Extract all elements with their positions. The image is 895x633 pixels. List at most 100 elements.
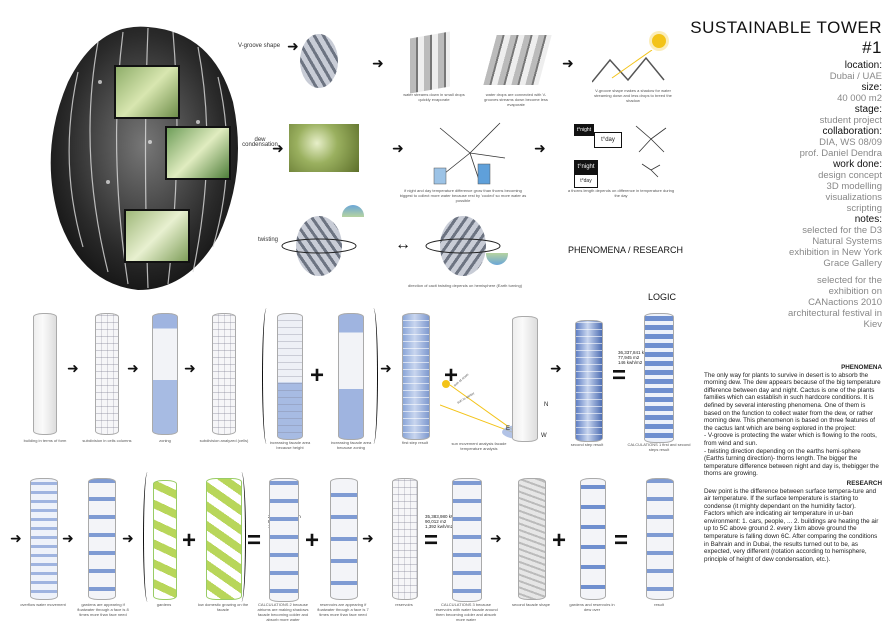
cylinder-calc2 (269, 478, 299, 602)
cylinder-calc1 (644, 313, 674, 443)
location-value: Dubai / UAE (829, 71, 882, 82)
caption-r1-2: subdivision in cells columns (82, 438, 132, 443)
cylinder-overflow (30, 478, 58, 600)
cylinder-form (33, 313, 57, 435)
caption-r2-7: reservoirs (395, 602, 413, 607)
t-night-box-1: t°night (574, 124, 594, 136)
size-label: size: (861, 82, 882, 93)
plus-icon: + (552, 527, 567, 554)
collaboration-value-1: DIA, WS 08/09 (819, 137, 882, 148)
t-day-box-2: t°day (574, 174, 598, 188)
caption-r1-9: second step result (570, 442, 604, 447)
cactus-detail-frame-2 (165, 126, 231, 180)
cylinder-first-step (402, 313, 430, 440)
caption-vgroove-3: V-groove shape makes a shadow for water … (594, 88, 672, 103)
location-label: location: (844, 60, 882, 71)
arrow-right-icon: ➜ (534, 140, 546, 156)
globe-icon (486, 253, 508, 265)
caption-r1-7: first step result (401, 440, 428, 445)
logic-title: LOGIC (648, 292, 677, 302)
cylinder-reservoirs-appear (330, 478, 358, 600)
work-item: visualizations (825, 192, 883, 203)
arrow-right-icon: ➜ (272, 140, 284, 156)
rotation-ring-right (425, 238, 501, 254)
cylinder-zoning (152, 313, 178, 435)
cylinder-zoning-area (338, 313, 364, 440)
plus-icon: + (182, 527, 197, 554)
phenomena-body: The only way for plants to survive in de… (704, 371, 881, 478)
caption-r2-5: CALCULATIONS 2 because atriums are makin… (257, 602, 309, 622)
arrow-right-icon: ➜ (122, 530, 134, 546)
cylinder-calc3 (452, 478, 482, 602)
caption-thorn: a thorns length depends on difference in… (567, 188, 675, 198)
project-info-panel: SUSTAINABLE TOWER #1 location: Dubai / U… (676, 18, 882, 330)
cylinder-height (277, 313, 303, 440)
arrow-right-icon: ➜ (362, 530, 374, 546)
caption-r1-3: zoning (159, 438, 171, 443)
arrow-right-icon: ➜ (392, 140, 404, 156)
cylinder-result (646, 478, 674, 600)
work-item: 3D modelling (826, 181, 882, 192)
caption-dew: if night and day temperature difference … (399, 188, 527, 203)
phenomena-heading: PHENOMENA (841, 364, 882, 371)
work-item: design concept (818, 170, 882, 181)
cylinder-reservoirs (392, 478, 418, 600)
equals-icon: = (247, 527, 262, 554)
dew-photo (289, 124, 359, 172)
caption-r1-1: building in terms of form (23, 438, 67, 443)
plus-icon: + (310, 362, 325, 389)
bracket-left (143, 472, 152, 602)
collaboration-label: collaboration: (822, 126, 882, 137)
caption-r2-10: gardens and reservoirs in dew over (569, 602, 615, 612)
vgroove-panel-2 (483, 35, 552, 85)
collaboration-value-2: prof. Daniel Dendra (799, 148, 882, 159)
cylinder-gardens-appear (88, 478, 116, 600)
equals-icon: = (612, 362, 627, 389)
arrow-right-icon: ➜ (67, 360, 79, 376)
caption-vgroove-1: water streams down in small drops quickl… (403, 92, 465, 102)
caption-r1-8: sun movement analysis facade temperature… (451, 441, 507, 451)
sun-icon (652, 34, 666, 48)
work-done-label: work done: (833, 159, 882, 170)
stage-label: stage: (854, 104, 882, 115)
equals-icon: = (614, 527, 629, 554)
t-night-box-2: t°night (574, 160, 598, 174)
thorn-small-icon (641, 163, 661, 178)
caption-r2-9: second facade shape (511, 602, 551, 607)
cactus-detail-frame-3 (124, 209, 190, 263)
thorn-sketch (433, 122, 506, 185)
caption-r2-1: overflow water movement (20, 602, 66, 607)
cylinder-gardens (153, 480, 177, 600)
plus-icon: + (305, 527, 320, 554)
research-body: Dew point is the difference between surf… (704, 487, 879, 563)
cylinder-gardens-reservoirs (580, 478, 606, 600)
cylinder-second-facade (518, 478, 546, 600)
project-title: SUSTAINABLE TOWER #1 (690, 18, 882, 57)
vgroove-panel-1 (410, 31, 450, 94)
vgroove-shadow-diagram (592, 50, 665, 83)
caption-r2-2: gardens are appearing if floatwater thro… (77, 602, 129, 617)
arrow-right-icon: ➜ (127, 360, 139, 376)
cylinder-sun-analysis (512, 316, 538, 442)
arrow-right-icon: ➜ (62, 530, 74, 546)
thorn-big-icon (635, 125, 667, 153)
bracket-right (237, 472, 246, 602)
compass-n: N (544, 402, 549, 408)
bracket-left (262, 308, 271, 444)
cylinder-cells (95, 313, 119, 435)
arrow-right-icon: ➜ (287, 38, 299, 54)
vgroove-label: V-groove shape (238, 43, 281, 49)
caption-r1-4: subdivision analyzed (cells) (199, 438, 249, 443)
cylinder-second-step (575, 320, 603, 442)
note-1: selected for the D3 Natural Systems exhi… (789, 225, 882, 269)
arrow-right-icon: ➜ (184, 360, 196, 376)
arrow-right-icon: ➜ (380, 360, 392, 376)
phenomena-research-title: PHENOMENA / RESEARCH (568, 245, 684, 255)
note-2: selected for the exhibition on CANaction… (788, 275, 882, 330)
dew-label: dew condensation (242, 137, 278, 148)
globe-icon (342, 205, 364, 217)
equals-icon: = (424, 527, 439, 554)
compass-w: W (541, 433, 547, 439)
cactus-detail-frame-1 (114, 65, 180, 119)
caption-r1-6: increasing facade area because zoning (330, 440, 372, 450)
